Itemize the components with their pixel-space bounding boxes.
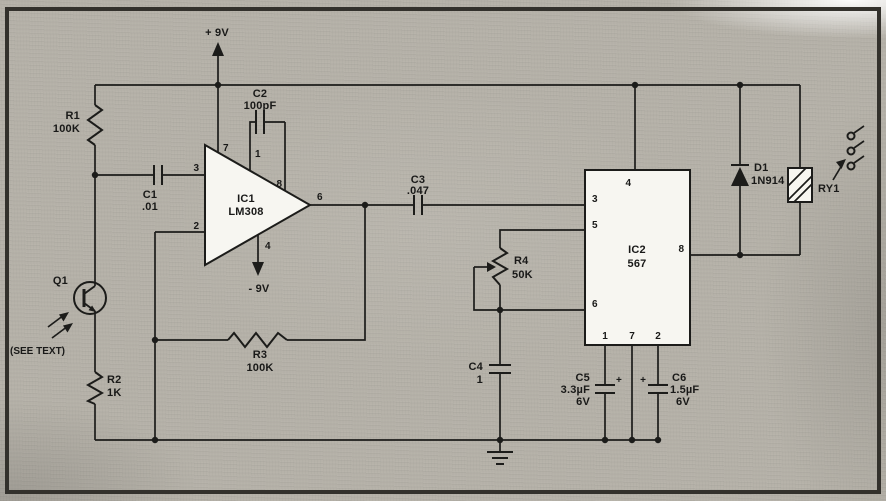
- c6-rating: 6V: [676, 396, 690, 408]
- ic1-pin6: 6: [317, 192, 323, 203]
- r3-ref: R3: [253, 349, 267, 361]
- emitter-arrow-icon: [88, 305, 96, 312]
- ic2-body: [584, 169, 691, 346]
- r4-ref: R4: [514, 255, 529, 267]
- c1-ref: C1: [143, 189, 157, 201]
- ic2-pin2: 2: [655, 331, 661, 342]
- ic1-ref: IC1: [237, 193, 255, 205]
- relay-ry1: RY1: [787, 85, 865, 255]
- c4-ref: C4: [469, 361, 484, 373]
- positive-supply-label: + 9V: [205, 27, 229, 39]
- relay-contacts: [832, 125, 865, 181]
- light-arrow-icon: [59, 312, 69, 322]
- c1-value: .01: [142, 201, 158, 213]
- ic2-part: 567: [628, 258, 647, 270]
- ic2-ref: IC2: [628, 244, 646, 256]
- c3-value: .047: [407, 185, 429, 197]
- c2-ref: C2: [253, 88, 267, 100]
- r1-ref: R1: [66, 110, 80, 122]
- potentiometer-r4: R4 50K: [473, 229, 590, 311]
- ic1-pin7: 7: [223, 143, 229, 154]
- resistor-r1: R1 100K: [53, 85, 104, 175]
- opamp-triangle: [204, 143, 313, 267]
- c5-polarity: +: [616, 375, 622, 386]
- ic1-pin4: 4: [265, 241, 271, 252]
- q1-note: (SEE TEXT): [10, 346, 65, 357]
- resistor-r3-feedback: R3 100K: [154, 205, 366, 440]
- ic2-pin4: 4: [625, 178, 631, 189]
- c4-value: 1: [477, 374, 483, 386]
- positive-supply: + 9V: [205, 27, 229, 85]
- capacitor-c3: C3 .047: [407, 174, 590, 215]
- phototransistor-q1: Q1 (SEE TEXT): [10, 175, 107, 372]
- ic1-pin2: 2: [193, 221, 199, 232]
- c3-ref: C3: [411, 174, 425, 186]
- capacitor-c6: + C6 1.5µF 6V: [640, 372, 699, 408]
- capacitor-c4: C4 1: [469, 310, 511, 440]
- capacitor-c1: C1 .01: [95, 165, 210, 213]
- opamp-ic1: IC1 LM308 7 3 2 1 8 6 4: [193, 143, 323, 267]
- up-arrow-icon: [212, 42, 224, 56]
- ic1-part: LM308: [228, 206, 263, 218]
- capacitor-c5: + C5 3.3µF 6V: [561, 372, 622, 408]
- r1-value: 100K: [53, 123, 80, 135]
- r3-value: 100K: [246, 362, 273, 374]
- c6-ref: C6: [672, 372, 686, 384]
- ic1-pin-wires: [155, 85, 414, 266]
- c2-value: 100pF: [244, 100, 277, 112]
- junction-dots: [91, 81, 744, 444]
- down-arrow-icon: [252, 262, 264, 276]
- wiper-arrow-icon: [487, 262, 496, 272]
- diode-d1: D1 1N914: [731, 85, 785, 255]
- c5-ref: C5: [576, 372, 590, 384]
- c6-value: 1.5µF: [670, 384, 699, 396]
- ic1-pin1: 1: [255, 149, 261, 160]
- r2-value: 1K: [107, 387, 121, 399]
- negative-supply: - 9V: [249, 262, 270, 295]
- ic1-pin8: 8: [276, 179, 282, 190]
- d1-ref: D1: [754, 162, 768, 174]
- diode-triangle: [731, 167, 749, 186]
- ic2-pin6: 6: [592, 299, 598, 310]
- q1-ref: Q1: [53, 275, 68, 287]
- negative-supply-label: - 9V: [249, 283, 270, 295]
- resistor-r2: R2 1K: [85, 371, 121, 440]
- ry1-ref: RY1: [818, 183, 840, 195]
- capacitor-c2: C2 100pF: [244, 88, 277, 134]
- ic2-pin1: 1: [602, 331, 608, 342]
- r4-value: 50K: [512, 269, 533, 281]
- ic2-pin7: 7: [629, 331, 635, 342]
- c5-value: 3.3µF: [561, 384, 590, 396]
- ic2-tone-decoder: IC2 567 4 3 5 6 8 1 7 2: [584, 169, 691, 346]
- c6-polarity: +: [640, 375, 646, 386]
- ground-icon: [487, 440, 513, 465]
- ic2-pin3: 3: [592, 194, 598, 205]
- ic1-pin3: 3: [193, 163, 199, 174]
- r2-ref: R2: [107, 374, 121, 386]
- ic2-pin5: 5: [592, 220, 598, 231]
- c5-rating: 6V: [576, 396, 590, 408]
- ic2-pin8: 8: [678, 244, 684, 255]
- light-arrow-icon: [63, 323, 73, 333]
- page-frame: [5, 7, 881, 494]
- d1-value: 1N914: [751, 175, 785, 187]
- contact-arrow-icon: [836, 159, 846, 169]
